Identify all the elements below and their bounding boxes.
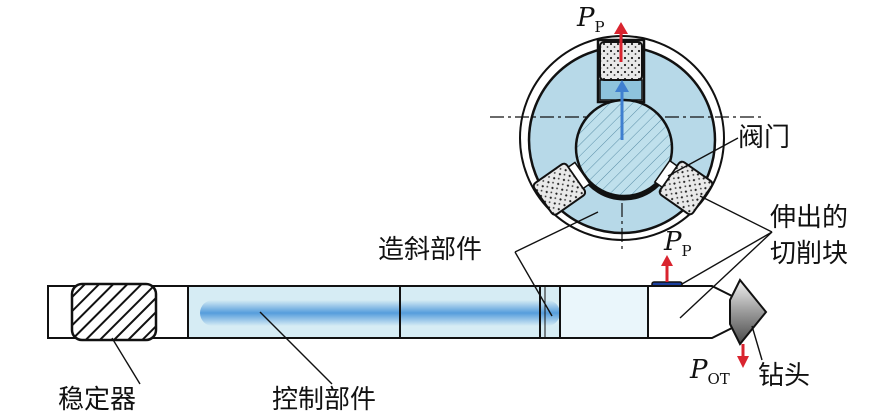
right-cutter-group: [653, 159, 714, 216]
tool-nose: [647, 285, 741, 339]
left-cutter-group: [532, 161, 591, 216]
stabilizer-leader: [111, 337, 141, 385]
stabilizer-label: 稳定器: [58, 385, 136, 415]
cutter-leader-1: [699, 195, 773, 233]
cutter-label-line1: 伸出的: [770, 203, 848, 233]
pot-label: POT: [689, 355, 730, 388]
cross-section: [490, 22, 762, 252]
cutter-label-line2: 切削块: [770, 239, 848, 269]
deflection-leader-bottom: [514, 251, 553, 317]
drill-bit: [729, 278, 768, 346]
control-leader: [259, 311, 333, 385]
pp-side-arrowhead: [661, 255, 673, 266]
left-piston: [567, 161, 591, 190]
deflection-housing: [559, 285, 649, 339]
control-glow: [200, 300, 560, 326]
drill-bit-leader: [751, 325, 763, 361]
valve-leader: [667, 137, 739, 177]
flow-arrowhead: [615, 80, 629, 92]
pot-arrowhead: [737, 356, 749, 368]
pp-top-label: PP: [576, 3, 605, 36]
deflection-leader-top: [514, 211, 599, 253]
pp-side-label: PP: [663, 227, 692, 260]
tool-side-view: [47, 255, 768, 368]
drill-bit-label: 钻头: [758, 361, 810, 391]
deflection-label: 造斜部件: [378, 235, 482, 265]
cutter-leader-3: [679, 231, 773, 319]
control-label: 控制部件: [272, 385, 376, 415]
pp-top-arrowhead: [614, 22, 628, 34]
valve-label: 阀门: [738, 123, 790, 153]
stabilizer: [70, 282, 158, 342]
valve-lower-arc: [580, 173, 668, 201]
cutter-leader-2: [681, 231, 773, 285]
right-piston: [653, 159, 679, 189]
